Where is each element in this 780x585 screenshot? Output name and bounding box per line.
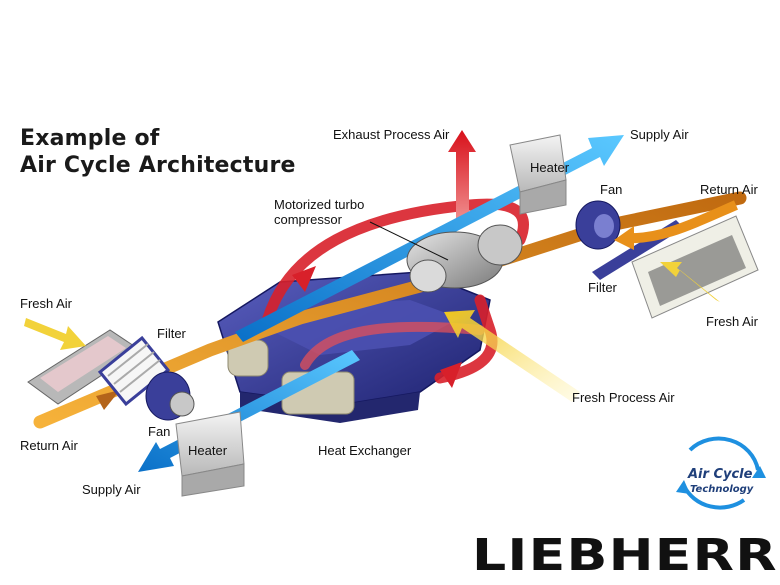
fresh-air-arrow-right — [660, 262, 720, 302]
fan-left — [145, 371, 195, 421]
label-supply-air-top: Supply Air — [630, 127, 689, 142]
label-filter-left: Filter — [157, 326, 186, 341]
liebherr-logo: LIEBHERR — [472, 530, 778, 581]
motorized-turbo-compressor — [369, 221, 523, 293]
fresh-process-air-arrow — [444, 310, 580, 402]
badge-line-2: Technology — [690, 484, 754, 495]
title-line-1: Example of — [20, 126, 160, 151]
label-heater-bottom: Heater — [188, 443, 228, 458]
red-loop-arrowhead — [292, 266, 316, 292]
return-air-arrowhead-right — [614, 226, 634, 250]
return-air-path — [33, 191, 747, 429]
label-exhaust-process-air: Exhaust Process Air — [333, 127, 450, 142]
label-turbo-compressor-line1: Motorized turbo — [274, 197, 365, 212]
return-air-arrowhead-left — [96, 390, 120, 410]
filter-left — [97, 335, 171, 407]
heater-bottom — [175, 411, 245, 497]
label-heat-exchanger: Heat Exchanger — [318, 443, 412, 458]
fresh-air-arrow-left — [24, 318, 86, 350]
heater-top — [509, 134, 567, 215]
fresh-air-inlet-right — [631, 215, 759, 319]
label-fresh-air-right: Fresh Air — [706, 314, 759, 329]
label-turbo-compressor-line2: compressor — [274, 212, 342, 227]
red-return-arrowhead — [440, 362, 462, 388]
label-supply-air-bottom: Supply Air — [82, 482, 141, 497]
diagram-title: Example of Air Cycle Architecture — [20, 125, 296, 179]
label-filter-right: Filter — [588, 280, 617, 295]
title-line-2: Air Cycle Architecture — [20, 153, 296, 178]
label-return-air-right: Return Air — [700, 182, 758, 197]
exhaust-arrow — [448, 130, 476, 222]
label-fan-right: Fan — [600, 182, 623, 197]
badge-line-1: Air Cycle — [688, 467, 753, 482]
label-heater-top: Heater — [530, 160, 570, 175]
label-return-air-left: Return Air — [20, 438, 78, 453]
label-fresh-air-left: Fresh Air — [20, 296, 73, 311]
air-cycle-technology-badge — [676, 436, 766, 510]
label-fresh-process-air: Fresh Process Air — [572, 390, 675, 405]
label-fan-left: Fan — [148, 424, 171, 439]
fan-right — [575, 200, 621, 250]
return-air-curve-right — [624, 200, 738, 244]
